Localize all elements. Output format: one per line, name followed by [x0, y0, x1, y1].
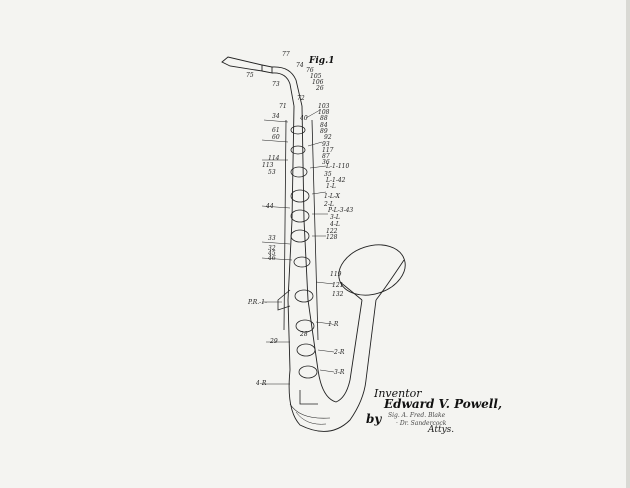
ref-label: 121	[332, 282, 344, 289]
ref-label: 61	[272, 127, 280, 134]
bell-rim	[338, 244, 406, 296]
ref-label: 89	[320, 128, 328, 135]
ref-label: 128	[326, 234, 338, 241]
ref-label: 132	[332, 291, 344, 298]
ref-label: 73	[272, 81, 280, 88]
ref-label: 75	[246, 72, 254, 79]
ref-label: 103	[318, 103, 330, 110]
ref-label: 2-R	[334, 349, 345, 356]
bow	[288, 369, 367, 432]
bell-tube	[349, 299, 377, 381]
neck	[271, 66, 303, 107]
ref-label: P-L-3-43	[328, 207, 354, 214]
ref-label: 40	[300, 115, 308, 122]
ref-label: 119	[330, 271, 342, 278]
ref-label: 117	[322, 147, 334, 154]
ref-label: 74	[296, 62, 304, 69]
page-edge	[626, 0, 630, 488]
ref-label: 44	[266, 203, 274, 210]
ref-label: 84	[320, 122, 328, 129]
ref-label: 1-L	[326, 183, 336, 190]
ref-label: 114	[268, 155, 280, 162]
inventor-name: Edward V. Powell,	[384, 397, 503, 411]
ref-label: 113	[262, 162, 274, 169]
ref-label: 71	[279, 103, 287, 110]
ref-label: 35	[324, 171, 332, 178]
ref-label: 34	[272, 113, 280, 120]
ref-label: 32	[268, 245, 276, 252]
ref-label: 1-R	[328, 321, 339, 328]
ref-label: 53	[268, 169, 276, 176]
ref-label: 72	[297, 95, 305, 102]
ref-label: 28	[300, 331, 308, 338]
attys-label: Attys.	[428, 425, 455, 435]
ref-label: 26	[316, 85, 324, 92]
ref-label: 60	[272, 134, 280, 141]
ref-label: 108	[318, 109, 330, 116]
mouthpiece	[221, 56, 263, 72]
figure-title: Fig.1	[309, 56, 335, 66]
ref-label: 3-L	[330, 214, 340, 221]
ref-label: 2-L	[324, 201, 334, 208]
ref-label: L-1-42	[326, 177, 346, 184]
ref-label: 46	[268, 255, 276, 262]
ref-label: 29	[270, 338, 278, 345]
ref-label: 3-R	[334, 369, 345, 376]
attorney-note: · Dr. Sandercock	[396, 420, 447, 427]
ref-label: 33	[268, 235, 276, 242]
ref-label: 106	[312, 79, 324, 86]
ref-label: 36	[322, 159, 330, 166]
ref-label: 1-L-X	[324, 193, 340, 200]
inventor-by: by	[366, 412, 382, 426]
ref-label: 105	[310, 73, 322, 80]
ref-label: 4-L	[330, 221, 340, 228]
ref-label: 4-R	[256, 380, 267, 387]
ref-label: 77	[282, 51, 290, 58]
attorney-signature: Sig. A. Fred. Blake	[388, 412, 446, 419]
ref-label: 88	[320, 115, 328, 122]
inventor-heading: Inventor	[374, 387, 422, 400]
ref-label: 92	[324, 134, 332, 141]
ref-label: L-1-110	[326, 163, 350, 170]
ref-label: 93	[322, 141, 330, 148]
ref-label: 122	[326, 228, 338, 235]
ref-label: 45	[268, 250, 276, 257]
ref-label: 87	[322, 153, 330, 160]
ref-label: 76	[306, 67, 314, 74]
ref-label: P.R.-1-	[248, 299, 268, 306]
